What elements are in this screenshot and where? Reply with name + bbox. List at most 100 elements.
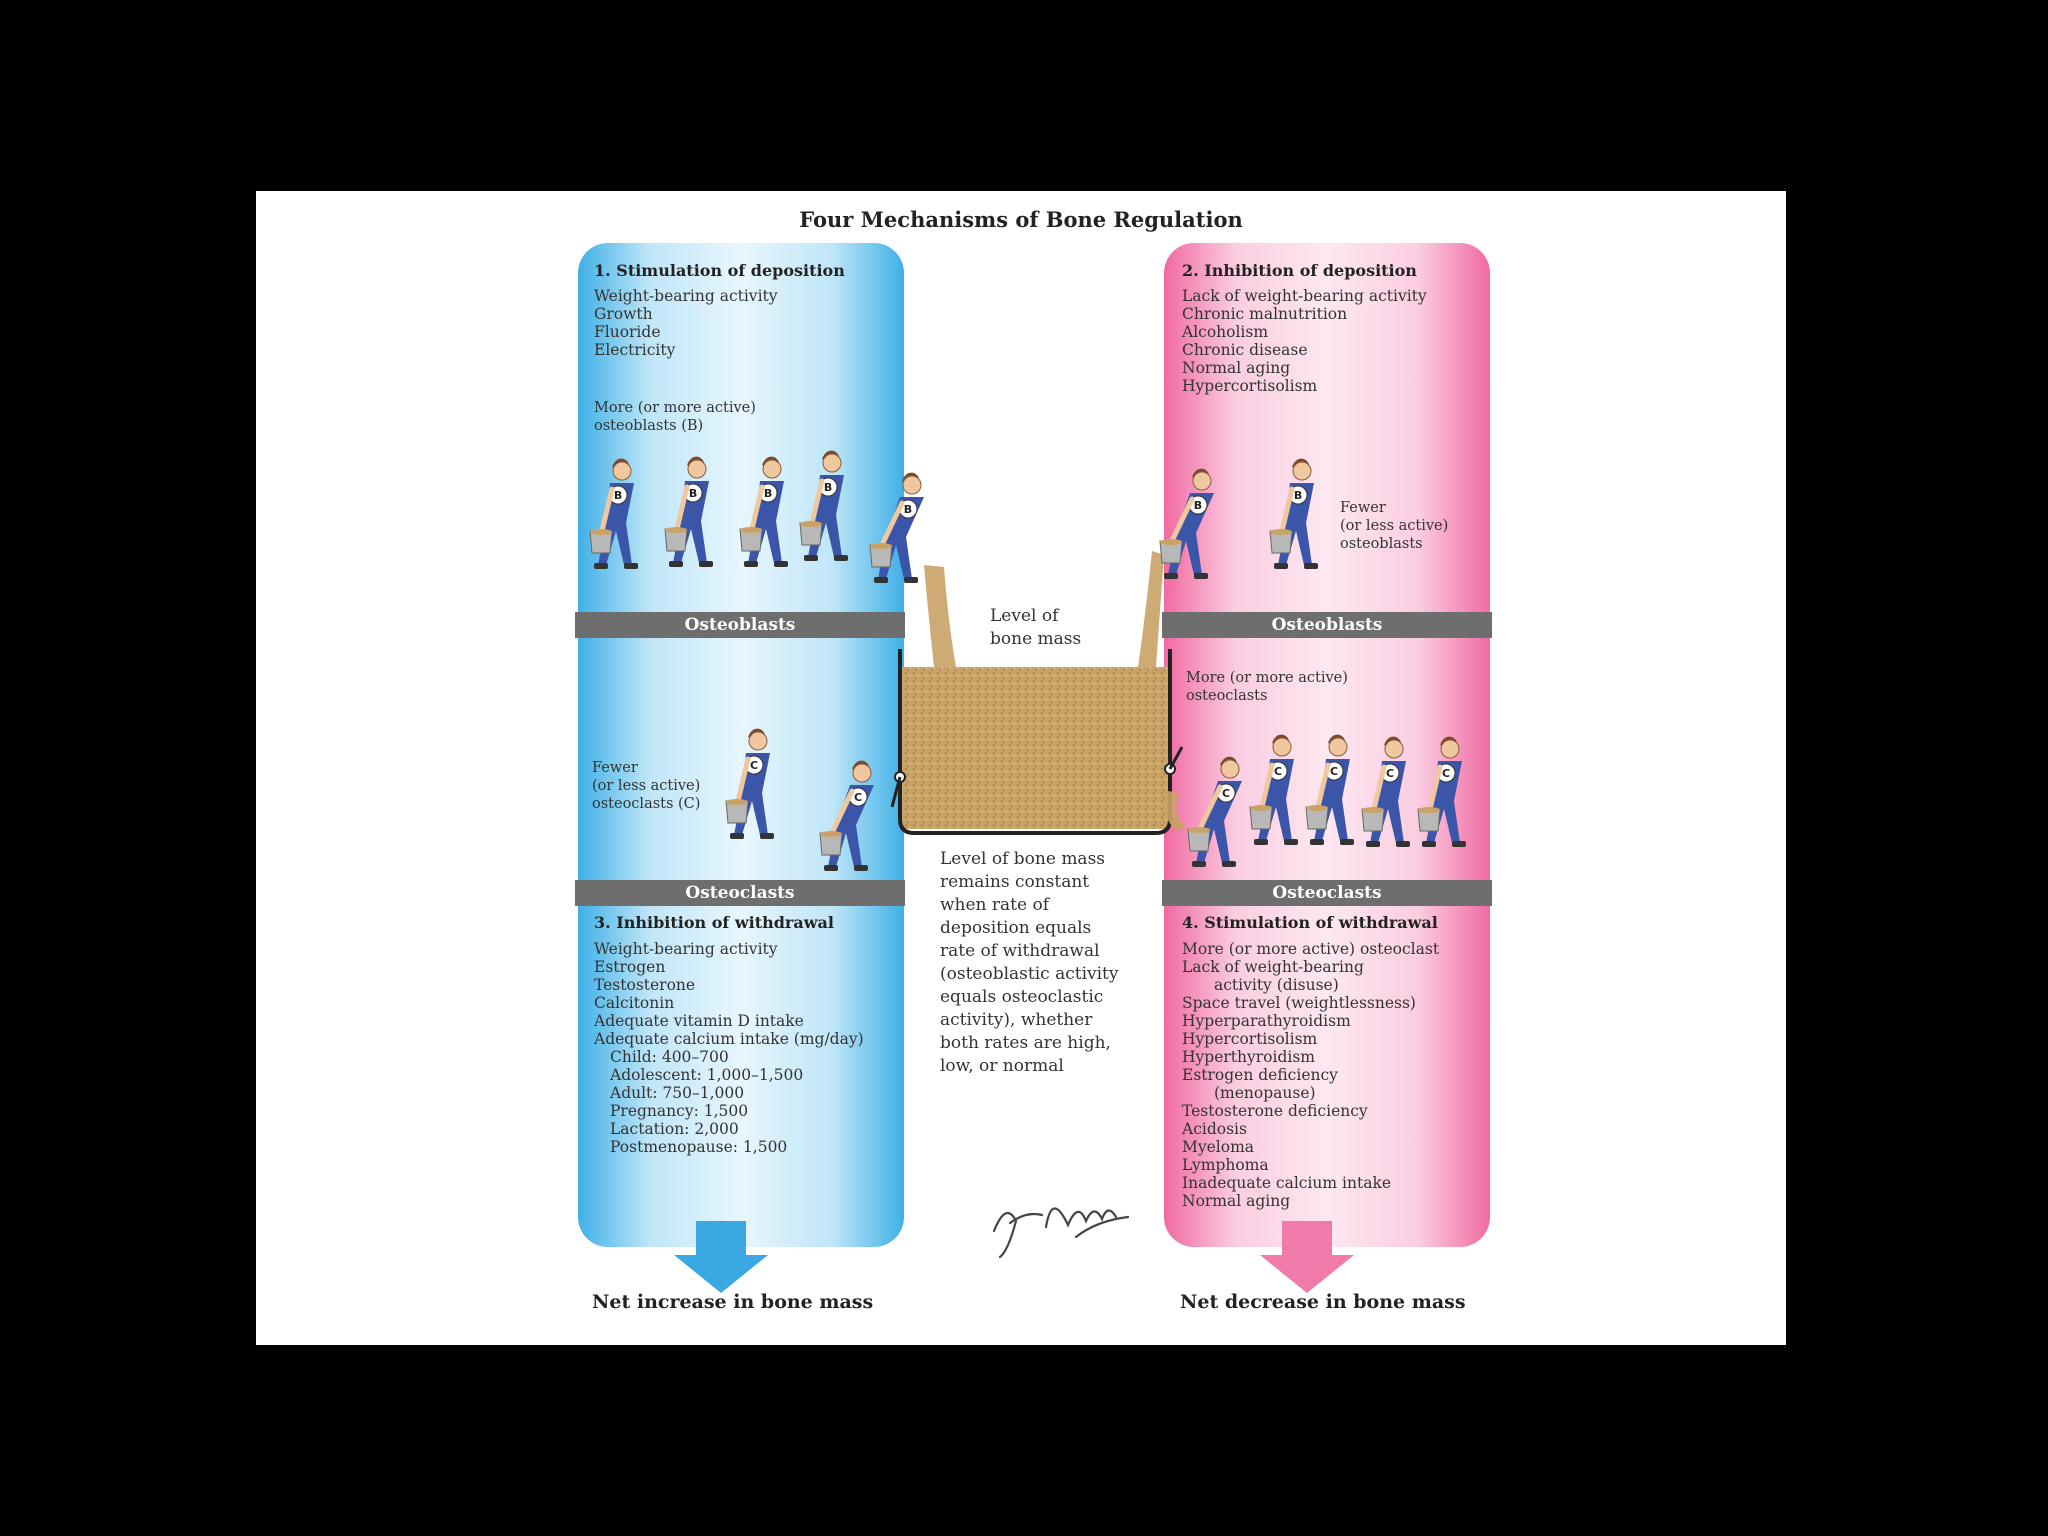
slide: Four Mechanisms of Bone Regulation (256, 191, 1786, 1345)
panel1-item: Electricity (594, 341, 676, 359)
panel4-item: Myeloma (1182, 1138, 1255, 1156)
panel2-list: Lack of weight-bearing activity Chronic … (1182, 287, 1427, 395)
bar-osteoblasts-right: Osteoblasts (1162, 612, 1492, 638)
panel3-sub-item: Lactation: 2,000 (610, 1120, 739, 1138)
osteoclast-worker-right-1: C (1187, 756, 1242, 867)
osteoclast-worker-left-1: C (725, 728, 774, 839)
signature-graphic (992, 1207, 1130, 1259)
worker-letter: C (750, 759, 758, 772)
panel1-note-line: More (or more active) (594, 400, 756, 416)
explanation-line: remains constant (940, 872, 1090, 892)
panel3-item: Testosterone (594, 976, 696, 994)
bar-osteoblasts-left: Osteoblasts (575, 612, 905, 638)
explanation-line: (osteoblastic activity (940, 964, 1119, 984)
explanation-line: when rate of (940, 895, 1049, 915)
panel2-item: Hypercortisolism (1182, 377, 1318, 395)
panel3-sub-item: Postmenopause: 1,500 (610, 1138, 788, 1156)
illustration: B B B B B B B C C C C C C C (589, 450, 1466, 1293)
panel2-item: Chronic malnutrition (1182, 305, 1348, 323)
worker-letter: C (1386, 767, 1394, 780)
panel2-item: Normal aging (1182, 359, 1291, 377)
panel3-sub-item: Adolescent: 1,000–1,500 (610, 1066, 804, 1084)
pour-stream-withdraw (1163, 791, 1186, 831)
worker-letter: C (1442, 767, 1450, 780)
panel3-note-line: Fewer (592, 760, 638, 776)
panel2-item: Lack of weight-bearing activity (1182, 287, 1427, 305)
pour-stream-left (924, 565, 956, 667)
osteoblast-worker-4: B (799, 450, 848, 561)
osteoclast-worker-right-3: C (1305, 734, 1354, 845)
worker-letter: C (1222, 787, 1230, 800)
explanation-line: rate of withdrawal (940, 941, 1100, 961)
panel3-item: Weight-bearing activity (594, 940, 778, 958)
bar-osteoclasts-left: Osteoclasts (575, 880, 905, 906)
panel4-note-line: osteoclasts (1186, 688, 1268, 704)
panel2-note-line: Fewer (1340, 500, 1386, 516)
panel2-heading: 2. Inhibition of deposition (1182, 261, 1417, 280)
panel3-note-line: (or less active) (592, 778, 701, 794)
panel3-item: Calcitonin (594, 994, 675, 1012)
arrow-down-right (1260, 1221, 1354, 1293)
outcome-decrease: Net decrease in bone mass (1180, 1291, 1466, 1313)
osteoclast-worker-right-5: C (1417, 736, 1466, 847)
explanation-line: deposition equals (940, 918, 1092, 938)
panel1-note: More (or more active) osteoblasts (B) (594, 399, 756, 435)
panel1-item: Growth (594, 305, 653, 323)
worker-letter: B (1194, 499, 1202, 512)
panel3-note-line: osteoclasts (C) (592, 796, 701, 812)
arrow-down-left (674, 1221, 768, 1293)
osteoclast-worker-left-2: C (819, 760, 874, 871)
worker-letter: C (1274, 765, 1282, 778)
worker-letter: B (614, 489, 622, 502)
worker-letter: C (1330, 765, 1338, 778)
panel3-item: Adequate vitamin D intake (594, 1012, 804, 1030)
panel4-item: Testosterone deficiency (1182, 1102, 1368, 1120)
panel4-item: More (or more active) osteoclast (1182, 940, 1440, 958)
figure-title: Four Mechanisms of Bone Regulation (799, 207, 1243, 232)
panel2-note: Fewer (or less active) osteoblasts (1340, 499, 1448, 553)
worker-letter: B (904, 503, 912, 516)
panel4-item: Lymphoma (1182, 1156, 1269, 1174)
osteoblast-worker-pouring: B (869, 472, 924, 583)
panel4-list: More (or more active) osteoclast Lack of… (1182, 940, 1439, 1210)
level-label-line: bone mass (990, 629, 1082, 649)
panel-left-blue (578, 243, 904, 1247)
worker-letter: B (824, 481, 832, 494)
panel3-sub-item: Adult: 750–1,000 (610, 1084, 745, 1102)
panel4-item: Hyperparathyroidism (1182, 1012, 1351, 1030)
panel3-item: Estrogen (594, 958, 666, 976)
osteoblast-worker-3: B (739, 456, 788, 567)
panel4-item: activity (disuse) (1214, 976, 1339, 994)
panel4-note-line: More (or more active) (1186, 670, 1348, 686)
explanation-line: low, or normal (940, 1056, 1064, 1076)
panel4-item: Acidosis (1182, 1120, 1247, 1138)
panel4-item: Lack of weight-bearing (1182, 958, 1364, 976)
panel3-note: Fewer (or less active) osteoclasts (C) (592, 759, 700, 813)
panel3-heading: 3. Inhibition of withdrawal (594, 913, 834, 932)
explanation-line: equals osteoclastic (940, 987, 1104, 1007)
panel1-list: Weight-bearing activity Growth Fluoride … (594, 287, 778, 359)
panel3-list: Weight-bearing activity Estrogen Testost… (594, 940, 864, 1156)
panel1-heading: 1. Stimulation of deposition (594, 261, 845, 280)
panel4-item: Estrogen deficiency (1182, 1066, 1338, 1084)
panel4-item: (menopause) (1214, 1084, 1316, 1102)
panel4-note: More (or more active) osteoclasts (1186, 669, 1348, 705)
osteoclast-worker-right-4: C (1361, 736, 1410, 847)
level-label-line: Level of (990, 606, 1059, 626)
osteoblast-worker-1: B (589, 458, 638, 569)
worker-letter: B (764, 487, 772, 500)
worker-letter: C (854, 791, 862, 804)
panel4-item: Space travel (weightlessness) (1182, 994, 1416, 1012)
panel2-item: Chronic disease (1182, 341, 1308, 359)
explanation-line: activity), whether (940, 1010, 1093, 1030)
center-explanation: Level of bone mass remains constant when… (940, 848, 1119, 1078)
osteoblast-worker-right-2: B (1269, 458, 1318, 569)
worker-letter: B (689, 487, 697, 500)
outcome-increase: Net increase in bone mass (592, 1291, 874, 1313)
panel4-item: Hypercortisolism (1182, 1030, 1318, 1048)
panel3-sub-item: Child: 400–700 (610, 1048, 729, 1066)
osteoclast-worker-right-2: C (1249, 734, 1298, 845)
osteoblast-worker-2: B (664, 456, 713, 567)
osteoblast-worker-right-1: B (1159, 468, 1214, 579)
panel-right-pink (1164, 243, 1490, 1247)
